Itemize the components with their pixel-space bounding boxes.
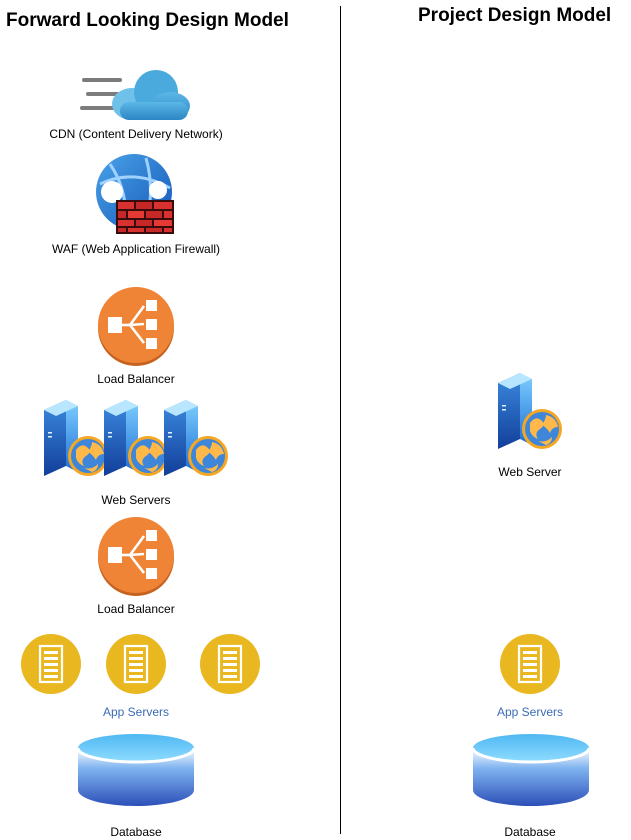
app-server-icon <box>106 634 166 699</box>
database-label: Database <box>110 825 162 839</box>
cdn-label: CDN (Content Delivery Network) <box>49 127 223 141</box>
web-server-icon <box>160 396 232 483</box>
forward-model-title: Forward Looking Design Model <box>6 10 289 31</box>
web-server-icon <box>494 369 566 456</box>
web-servers-label: Web Servers <box>101 493 171 507</box>
app-servers-label: App Servers <box>102 705 170 719</box>
column-divider <box>340 6 341 834</box>
cloud-icon <box>80 68 192 129</box>
database-icon <box>471 732 591 813</box>
project-model-title: Project Design Model <box>418 5 612 26</box>
web-server-label: Web Server <box>498 465 562 479</box>
app-server-icon <box>21 634 81 699</box>
load-balancer-1-label: Load Balancer <box>97 372 175 386</box>
load-balancer-2-label: Load Balancer <box>97 602 175 616</box>
database-icon <box>76 732 196 813</box>
app-server-icon <box>500 634 560 699</box>
database-label: Database <box>504 825 556 839</box>
app-server-icon <box>200 634 260 699</box>
app-servers-label: App Servers <box>496 705 564 719</box>
load-balancer-icon <box>96 286 176 366</box>
waf-label: WAF (Web Application Firewall) <box>51 242 221 256</box>
load-balancer-icon <box>96 516 176 596</box>
firewall-icon <box>94 154 178 241</box>
